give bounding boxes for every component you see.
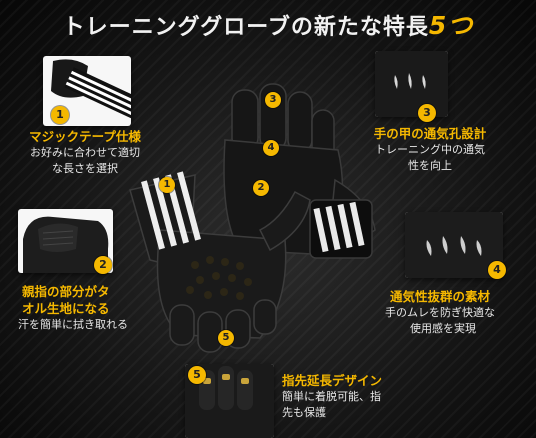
glove-marker-2: 2 — [253, 180, 269, 196]
gloves-illustration — [129, 83, 376, 353]
feature-4-photo — [405, 212, 503, 278]
glove-marker-3: 3 — [265, 92, 281, 108]
feature-3-badge: 3 — [418, 104, 436, 122]
feature-2-heading-line-2: オル生地になる — [22, 301, 110, 316]
feature-2-text: 親指の部分がタ オル生地になる 汗を簡単に拭き取れる — [18, 283, 147, 333]
glove-marker-4: 4 — [263, 140, 279, 156]
glove-marker-1: 1 — [159, 177, 175, 193]
title-main: トレーニンググローブの新たな特長 — [62, 15, 429, 40]
palm-grip-pattern — [186, 256, 252, 300]
feature-1-desc-line-1: お好みに合わせて適切 — [30, 146, 140, 159]
feature-4-badge: 4 — [488, 261, 506, 279]
feature-1-badge: 1 — [51, 106, 69, 124]
feature-2-heading-line-1: 親指の部分がタ — [22, 284, 110, 299]
feature-4-text: 通気性抜群の素材 手のムレを防ぎ快適な 使用感を実現 — [382, 288, 532, 337]
feature-5-text: 指先延長デザイン 簡単に着脱可能、指 先も保護 — [282, 372, 402, 421]
feature-5-desc-line-1: 簡単に着脱可能、指 — [282, 390, 381, 403]
feature-5-badge: 5 — [188, 366, 206, 384]
back-glove — [223, 83, 376, 259]
feature-4-desc-line-2: 使用感を実現 — [410, 322, 476, 335]
feature-4-heading: 通気性抜群の素材 — [390, 289, 491, 304]
glove-marker-5: 5 — [218, 330, 234, 346]
feature-1-desc-line-2: な長さを選択 — [52, 162, 118, 175]
feature-3-desc-line-1: トレーニング中の通気 — [375, 143, 485, 156]
title-number: 5つ — [428, 11, 474, 40]
feature-2-badge: 2 — [94, 256, 112, 274]
feature-2-photo — [18, 209, 113, 273]
back-glove-strap-stripes — [313, 201, 365, 253]
feature-5-desc-line-2: 先も保護 — [282, 406, 326, 419]
feature-1-heading: マジックテープ仕様 — [29, 129, 141, 144]
feature-3-photo — [375, 51, 448, 117]
feature-3-text: 手の甲の通気孔設計 トレーニング中の通気 性を向上 — [355, 125, 505, 174]
feature-3-desc-line-2: 性を向上 — [408, 159, 452, 172]
feature-3-heading: 手の甲の通気孔設計 — [373, 126, 487, 141]
feature-2-desc-line-1: 汗を簡単に拭き取れる — [18, 318, 128, 331]
feature-1-text: マジックテープ仕様 お好みに合わせて適切 な長さを選択 — [15, 128, 155, 177]
feature-5-heading: 指先延長デザイン — [282, 373, 383, 388]
feature-4-desc-line-1: 手のムレを防ぎ快適な — [385, 306, 495, 319]
page-title: トレーニンググローブの新たな特長5つ — [0, 6, 536, 42]
